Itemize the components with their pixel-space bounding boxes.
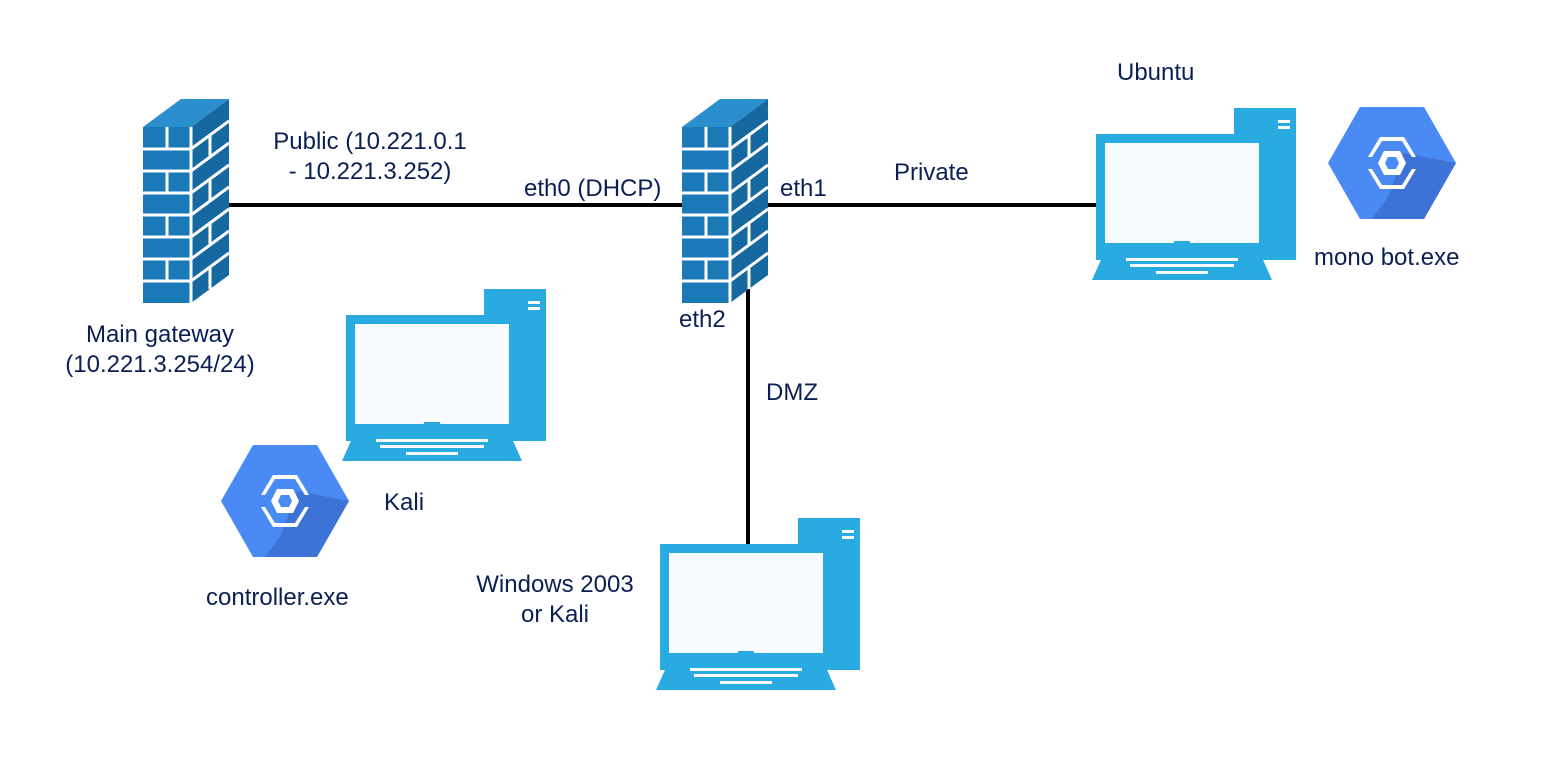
windows-label-line1: Windows 2003: [476, 571, 634, 598]
eth0-label: eth0 (DHCP): [524, 175, 662, 202]
mono-bot-app-icon: [1328, 107, 1456, 219]
controller-label: controller.exe: [206, 584, 349, 611]
windows-label-line2: or Kali: [520, 601, 590, 628]
eth2-label: eth2: [679, 306, 726, 333]
public-label-line2: - 10.221.3.252): [288, 158, 452, 185]
mono-bot-label: mono bot.exe: [1314, 244, 1460, 271]
ubuntu-label: Ubuntu: [1117, 59, 1195, 86]
kali-computer-icon: [342, 289, 546, 461]
kali-label: Kali: [384, 489, 425, 516]
gateway-label-line1: Main gateway: [85, 321, 235, 348]
private-network-label: Private: [894, 159, 969, 186]
controller-app-icon: [221, 445, 349, 557]
main-gateway-label: Main gateway (10.221.3.254/24): [30, 320, 290, 380]
eth1-label: eth1: [780, 175, 827, 202]
public-network-label: Public (10.221.0.1 - 10.221.3.252): [240, 127, 500, 187]
windows-computer-icon: [656, 518, 860, 690]
public-label-line1: Public (10.221.0.1: [273, 128, 467, 155]
internal-firewall-icon: [680, 97, 770, 305]
gateway-label-line2: (10.221.3.254/24): [65, 351, 255, 378]
ubuntu-computer-icon: [1092, 108, 1296, 280]
main-gateway-firewall-icon: [141, 97, 231, 305]
windows-label: Windows 2003 or Kali: [450, 570, 660, 630]
dmz-label: DMZ: [766, 379, 818, 406]
